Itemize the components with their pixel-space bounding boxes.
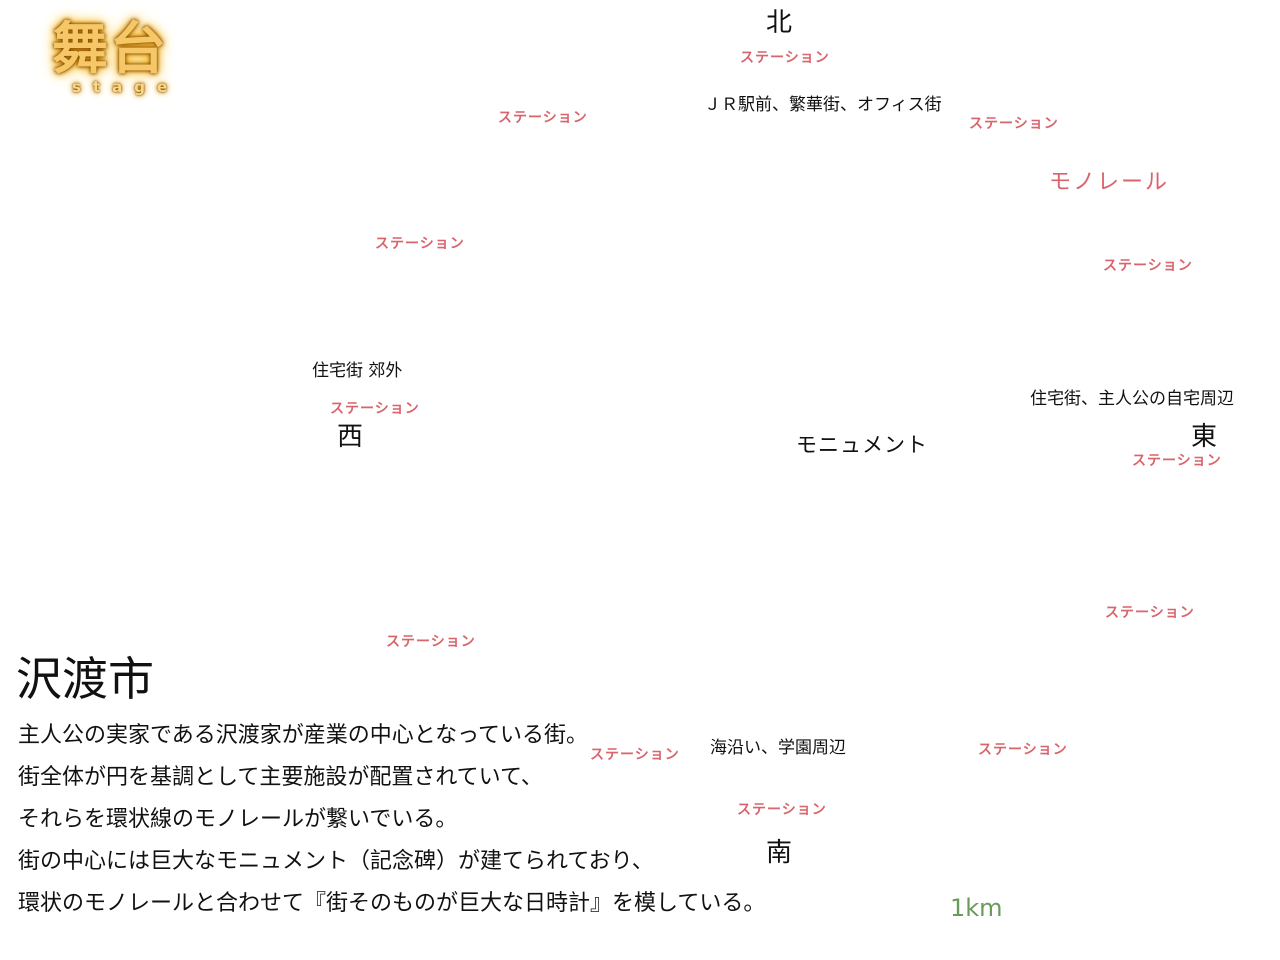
station-label[interactable]: ステーション	[498, 110, 588, 126]
station-label[interactable]: ステーション	[978, 742, 1068, 758]
direction-west: 西	[337, 422, 364, 452]
station-label[interactable]: ステーション	[1132, 453, 1222, 469]
direction-south: 南	[766, 838, 793, 868]
district-west[interactable]: 住宅街 郊外	[312, 361, 403, 381]
station-label[interactable]: ステーション	[590, 747, 680, 763]
station-label[interactable]: ステーション	[1105, 605, 1195, 621]
station-label[interactable]: ステーション	[330, 401, 420, 417]
city-description-line: それらを環状線のモノレールが繋いでいる。	[18, 807, 458, 832]
district-north[interactable]: ＪＲ駅前、繁華街、オフィス街	[704, 95, 942, 115]
logo-title: 舞台	[52, 17, 168, 82]
station-label[interactable]: ステーション	[375, 236, 465, 252]
city-description-line: 街の中心には巨大なモニュメント（記念碑）が建てられており、	[18, 849, 654, 874]
direction-east: 東	[1191, 422, 1218, 452]
district-east[interactable]: 住宅街、主人公の自宅周辺	[1030, 389, 1234, 409]
station-label[interactable]: ステーション	[969, 116, 1059, 132]
scale-label: 1km	[950, 894, 1003, 922]
district-south[interactable]: 海沿い、学園周辺	[710, 738, 846, 758]
logo-subtitle: stage	[72, 78, 180, 96]
monorail-label: モノレール	[1049, 170, 1170, 195]
city-description-line: 環状のモノレールと合わせて『街そのものが巨大な日時計』を模している。	[18, 891, 766, 916]
city-name: 沢渡市	[16, 652, 154, 706]
direction-north: 北	[766, 8, 793, 38]
station-label[interactable]: ステーション	[386, 634, 476, 650]
city-description-line: 主人公の実家である沢渡家が産業の中心となっている街。	[18, 723, 589, 748]
station-label[interactable]: ステーション	[1103, 258, 1193, 274]
city-description-line: 街全体が円を基調として主要施設が配置されていて、	[18, 765, 543, 790]
station-label[interactable]: ステーション	[737, 802, 827, 818]
station-label[interactable]: ステーション	[740, 50, 830, 66]
monument-label[interactable]: モニュメント	[796, 433, 928, 457]
